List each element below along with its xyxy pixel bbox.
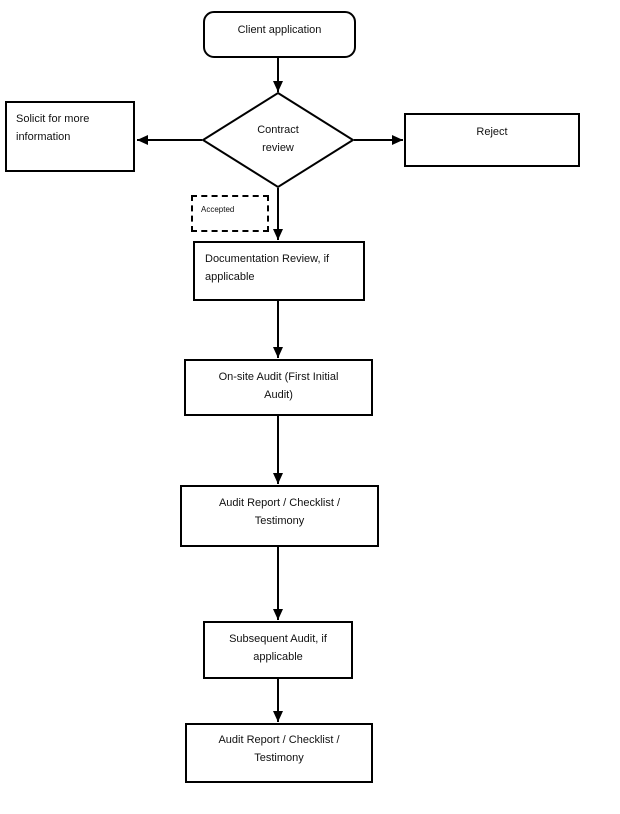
node-audit-report-checklist-testimony-1: Audit Report / Checklist / Testimony bbox=[180, 485, 379, 547]
node-onsite-audit: On-site Audit (First Initial Audit) bbox=[184, 359, 373, 416]
node-accepted-label: Accepted bbox=[191, 195, 269, 232]
node-documentation-review: Documentation Review, if applicable bbox=[193, 241, 365, 301]
node-contract-review-label: Contract review bbox=[257, 124, 299, 154]
node-client-application: Client application bbox=[203, 11, 356, 58]
node-solicit-more-information: Solicit for more information bbox=[5, 101, 135, 172]
node-audit-report-checklist-testimony-2: Audit Report / Checklist / Testimony bbox=[185, 723, 373, 783]
node-reject: Reject bbox=[404, 113, 580, 167]
node-subsequent-audit: Subsequent Audit, if applicable bbox=[203, 621, 353, 679]
contract-review-diamond-shape bbox=[201, 91, 355, 189]
